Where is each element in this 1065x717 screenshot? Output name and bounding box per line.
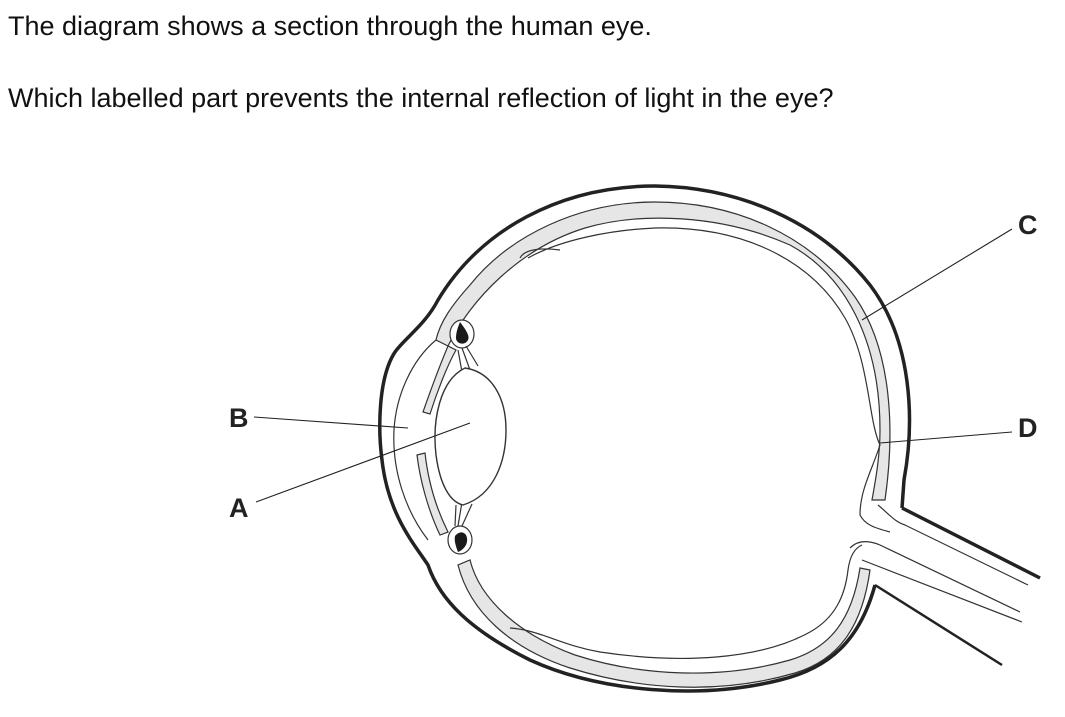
label-a: A bbox=[229, 493, 249, 523]
label-b-leader bbox=[253, 416, 409, 429]
label-a-leader bbox=[255, 422, 471, 503]
optic-nerve-inner-middle bbox=[861, 559, 1023, 623]
retina-upper-fold bbox=[519, 248, 561, 259]
choroid-lower bbox=[457, 559, 871, 688]
optic-nerve-inner-lower bbox=[849, 541, 1021, 613]
retina bbox=[527, 227, 891, 533]
label-b: B bbox=[229, 403, 249, 433]
question-intro: The diagram shows a section through the … bbox=[8, 11, 652, 41]
label-d: D bbox=[1018, 413, 1038, 443]
question-prompt: Which labelled part prevents the interna… bbox=[8, 83, 834, 113]
suspensory-ligaments bbox=[454, 345, 479, 527]
choroid bbox=[435, 201, 891, 501]
label-c-leader bbox=[861, 228, 1013, 321]
retina-lower bbox=[509, 544, 863, 659]
pigment-spot-lower bbox=[454, 532, 468, 552]
optic-nerve-lower-edge bbox=[874, 583, 1003, 667]
optic-nerve-upper-edge bbox=[901, 506, 1041, 580]
iris-upper bbox=[422, 345, 457, 415]
lens bbox=[434, 367, 507, 506]
iris-lower bbox=[416, 452, 449, 536]
optic-nerve-inner-upper bbox=[877, 504, 1029, 586]
sclera bbox=[378, 184, 912, 693]
pigment-spot-upper bbox=[456, 322, 469, 344]
label-c: C bbox=[1018, 210, 1038, 240]
label-d-leader bbox=[879, 431, 1013, 444]
cornea bbox=[393, 339, 437, 541]
